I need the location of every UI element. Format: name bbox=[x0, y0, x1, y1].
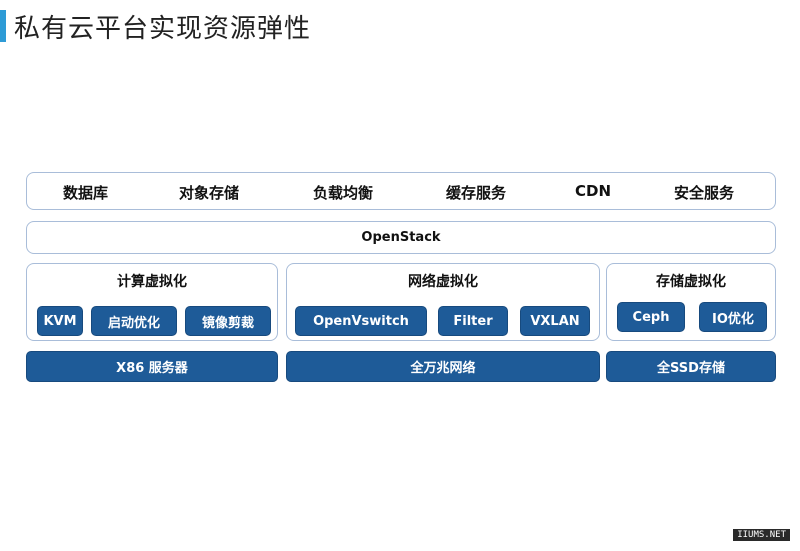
service-object-storage: 对象存储 bbox=[179, 184, 240, 202]
service-load-balancing: 负载均衡 bbox=[313, 184, 374, 202]
image-trimming-block: 镜像剪裁 bbox=[185, 306, 271, 336]
storage-virtualization-group: 存储虚拟化 Ceph IO优化 bbox=[606, 263, 776, 341]
storage-group-title: 存储虚拟化 bbox=[656, 274, 726, 290]
x86-server-block: X86 服务器 bbox=[26, 351, 278, 382]
service-database: 数据库 bbox=[63, 184, 109, 202]
page-title: 私有云平台实现资源弹性 bbox=[14, 14, 312, 44]
10g-network-block: 全万兆网络 bbox=[286, 351, 600, 382]
compute-group-title: 计算虚拟化 bbox=[117, 274, 187, 290]
service-security: 安全服务 bbox=[674, 184, 735, 202]
openvswitch-block: OpenVswitch bbox=[295, 306, 427, 336]
kvm-block: KVM bbox=[37, 306, 83, 336]
filter-block: Filter bbox=[438, 306, 508, 336]
io-optimization-block: IO优化 bbox=[699, 302, 767, 332]
title-accent-bar bbox=[0, 10, 6, 42]
openstack-label: OpenStack bbox=[361, 230, 441, 245]
ssd-storage-block: 全SSD存储 bbox=[606, 351, 776, 382]
watermark-badge: IIUMS.NET bbox=[733, 529, 790, 541]
services-row: 数据库 对象存储 负载均衡 缓存服务 CDN 安全服务 bbox=[26, 172, 776, 210]
openstack-layer: OpenStack bbox=[26, 221, 776, 254]
network-virtualization-group: 网络虚拟化 OpenVswitch Filter VXLAN bbox=[286, 263, 600, 341]
service-cdn: CDN bbox=[575, 182, 612, 200]
vxlan-block: VXLAN bbox=[520, 306, 590, 336]
ceph-block: Ceph bbox=[617, 302, 685, 332]
network-group-title: 网络虚拟化 bbox=[408, 274, 478, 290]
compute-virtualization-group: 计算虚拟化 KVM 启动优化 镜像剪裁 bbox=[26, 263, 278, 341]
boot-optimization-block: 启动优化 bbox=[91, 306, 177, 336]
service-cache: 缓存服务 bbox=[446, 184, 507, 202]
